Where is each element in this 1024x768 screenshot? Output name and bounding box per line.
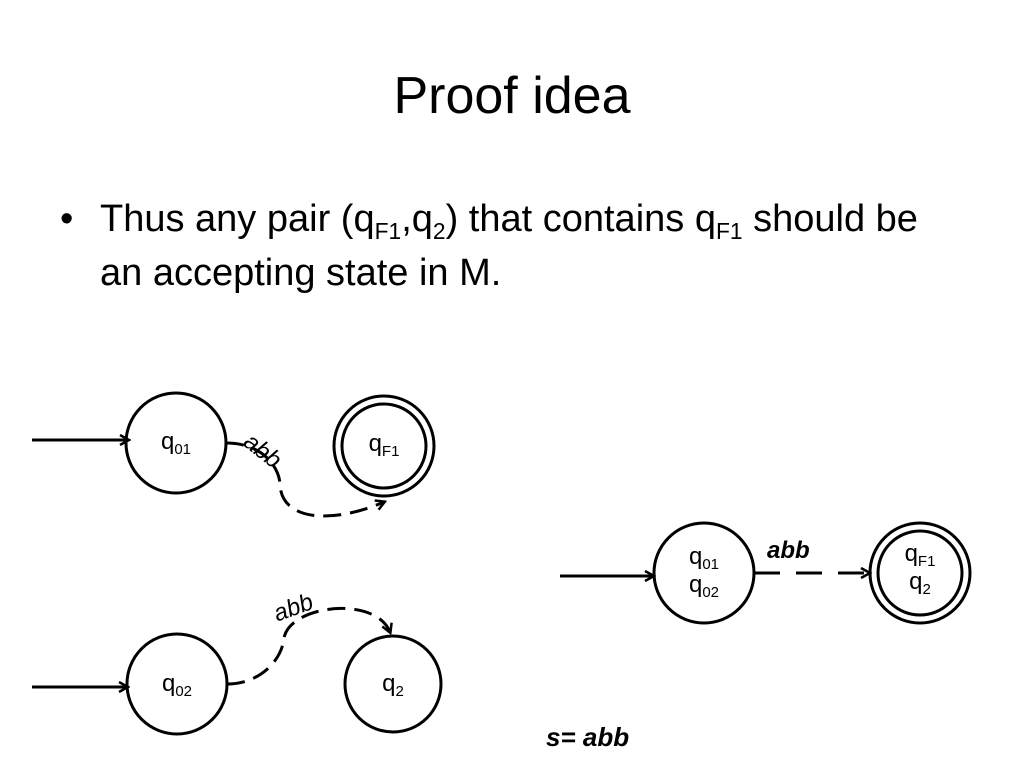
m2-transition-edge — [226, 606, 390, 686]
product-state-final-label: qF1 q2 — [890, 540, 950, 598]
m2-state-q02-label: q02 — [161, 670, 193, 700]
product-state-final-inner — [876, 529, 964, 617]
string-label: s= abb — [546, 722, 630, 752]
product-final-line1: qF1 — [904, 540, 936, 570]
slide-title: Proof idea — [393, 67, 631, 125]
product-state-start-label: q01 q02 — [674, 543, 734, 601]
m1-state-qF1-outer — [332, 394, 436, 498]
m2-state-q2-label: q2 — [382, 670, 404, 700]
m1-state-qF1-inner — [340, 402, 428, 490]
m1-state-q01-label: q01 — [160, 428, 192, 458]
m2-state-q2 — [343, 634, 443, 734]
m1-transition-edge — [225, 441, 384, 518]
product-start-line1: q01 — [688, 543, 720, 573]
product-final-line2: q2 — [909, 568, 931, 598]
m1-state-qF1-label: qF1 — [368, 430, 400, 460]
product-edge-label: abb — [767, 537, 810, 564]
bullet-text: Thus any pair (qF1,q2) that contains qF1… — [100, 198, 918, 294]
product-start-line2: q02 — [688, 571, 720, 601]
bullet-dot: • — [60, 198, 74, 240]
